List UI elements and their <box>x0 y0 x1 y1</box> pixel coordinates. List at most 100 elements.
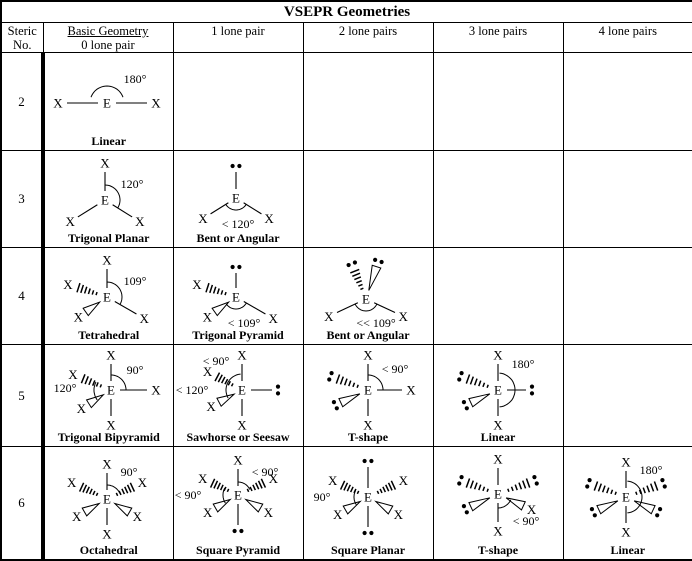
steric-number-6: 6 <box>1 447 43 560</box>
svg-text:X: X <box>206 399 216 414</box>
svg-text:90°: 90° <box>121 465 138 479</box>
svg-text:X: X <box>135 214 145 229</box>
steric-header-line2: No. <box>2 38 43 52</box>
svg-text:180°: 180° <box>639 463 662 477</box>
geometry-caption: Octahedral <box>45 544 173 559</box>
geometry-cell-3-4lp <box>563 151 692 248</box>
geometry-caption: Bent or Angular <box>174 232 303 247</box>
column-header-1-lone-pair: 1 lone pair <box>173 23 303 53</box>
geometry-caption: Square Planar <box>304 544 433 559</box>
svg-text:E: E <box>234 487 242 502</box>
geometry-cell-3-2lp <box>303 151 433 248</box>
svg-text:E: E <box>232 191 240 206</box>
steric-header-line1: Steric <box>2 24 43 38</box>
geometry-cell-2-3lp <box>433 53 563 151</box>
svg-text:X: X <box>327 473 337 488</box>
svg-text:X: X <box>202 310 212 325</box>
geometry-caption: Square Pyramid <box>174 544 303 559</box>
geometry-caption: Linear <box>45 135 173 150</box>
basic-geometry-label: Basic Geometry <box>44 24 173 38</box>
svg-text:109°: 109° <box>124 274 147 288</box>
svg-text:X: X <box>398 473 408 488</box>
geometry-cell-4-3lp <box>433 248 563 345</box>
svg-text:X: X <box>324 309 334 324</box>
svg-text:< 90°: < 90° <box>512 514 539 528</box>
svg-text:X: X <box>621 524 631 539</box>
svg-text:E: E <box>107 383 115 398</box>
svg-text:X: X <box>72 509 82 524</box>
page-title: VSEPR Geometries <box>1 1 692 23</box>
svg-text:E: E <box>494 383 502 398</box>
svg-text:E: E <box>362 292 370 307</box>
steric-number-2: 2 <box>1 53 43 151</box>
geometry-caption: Trigonal Planar <box>45 232 173 247</box>
svg-text:E: E <box>232 290 240 305</box>
svg-text:X: X <box>263 505 273 520</box>
svg-text:X: X <box>138 475 148 490</box>
geometry-caption: Trigonal Bipyramid <box>45 431 173 446</box>
svg-text:X: X <box>393 507 403 522</box>
svg-text:X: X <box>77 401 87 416</box>
column-header-2-lone-pairs: 2 lone pairs <box>303 23 433 53</box>
svg-text:< 120°: < 120° <box>175 383 208 397</box>
svg-text:X: X <box>197 471 207 486</box>
svg-text:X: X <box>493 523 503 538</box>
molecule-diagram-trigonal-planar: E X X X 120° <box>45 154 173 232</box>
steric-number-5: 5 <box>1 345 43 447</box>
svg-text:E: E <box>103 491 111 506</box>
svg-text:< 120°: < 120° <box>221 217 254 231</box>
svg-text:< 90°: < 90° <box>381 362 408 376</box>
svg-text:X: X <box>493 451 503 466</box>
svg-text:120°: 120° <box>54 381 77 395</box>
geometry-caption: Sawhorse or Seesaw <box>174 431 303 446</box>
svg-text:X: X <box>264 211 274 226</box>
geometry-caption: T-shape <box>434 544 563 559</box>
svg-text:X: X <box>268 311 278 326</box>
column-header-3-lone-pairs: 3 lone pairs <box>433 23 563 53</box>
svg-text:120°: 120° <box>121 177 144 191</box>
svg-text:X: X <box>237 348 247 363</box>
svg-text:X: X <box>202 505 212 520</box>
geometry-caption: Tetrahedral <box>45 329 173 344</box>
column-header-4-lone-pairs: 4 lone pairs <box>563 23 692 53</box>
geometry-caption: Linear <box>434 431 563 446</box>
svg-text:X: X <box>406 383 416 398</box>
svg-text:X: X <box>102 253 112 268</box>
svg-text:X: X <box>332 507 342 522</box>
svg-text:E: E <box>101 193 109 208</box>
svg-text:X: X <box>133 509 143 524</box>
svg-text:X: X <box>66 214 76 229</box>
svg-text:E: E <box>622 489 630 504</box>
geometry-caption: T-shape <box>304 431 433 446</box>
svg-text:X: X <box>100 156 110 171</box>
svg-text:< 90°: < 90° <box>202 354 229 368</box>
svg-text:E: E <box>103 96 111 111</box>
geometry-cell-5-4lp <box>563 345 692 447</box>
svg-text:X: X <box>233 452 243 467</box>
svg-text:X: X <box>140 311 150 326</box>
svg-text:X: X <box>398 309 408 324</box>
steric-number-4: 4 <box>1 248 43 345</box>
svg-text:X: X <box>151 96 161 111</box>
geometry-caption: Bent or Angular <box>304 329 433 344</box>
